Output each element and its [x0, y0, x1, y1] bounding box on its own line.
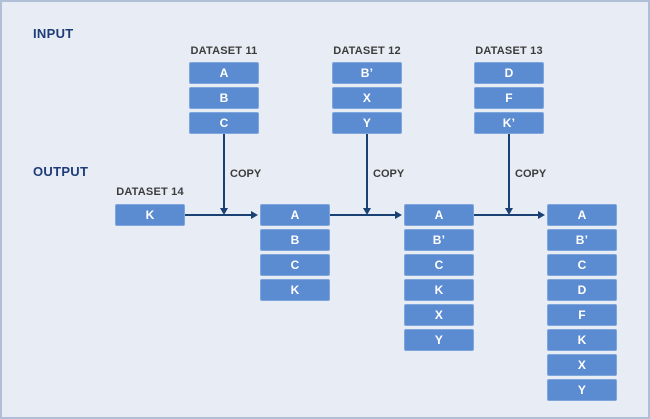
input-dataset-title: DATASET 12	[333, 45, 401, 57]
output-dataset-box: X	[547, 354, 617, 376]
output-dataset-box: A	[547, 204, 617, 226]
input-section-label: INPUT	[33, 26, 74, 41]
flow-arrow-line	[185, 214, 251, 216]
output-dataset-box: X	[404, 304, 474, 326]
input-dataset-title: DATASET 11	[190, 45, 258, 57]
input-dataset-box: D	[474, 62, 544, 84]
input-dataset-box: B’	[332, 62, 402, 84]
output-dataset-box: Y	[547, 379, 617, 401]
input-dataset-box: X	[332, 87, 402, 109]
output-dataset-box: A	[404, 204, 474, 226]
flow-arrowhead-icon	[251, 211, 258, 219]
input-dataset-box: K’	[474, 112, 544, 134]
input-dataset-box: A	[189, 62, 259, 84]
copy-arrowhead-icon	[220, 208, 228, 215]
output-dataset-box: A	[260, 204, 330, 226]
flow-arrow-line	[474, 214, 538, 216]
output-dataset-box: K	[547, 329, 617, 351]
copy-arrow-line	[508, 134, 510, 208]
copy-arrowhead-icon	[505, 208, 513, 215]
output-dataset-box: K	[404, 279, 474, 301]
output-section-label: OUTPUT	[33, 164, 89, 179]
flow-arrowhead-icon	[395, 211, 402, 219]
output-seed-box: K	[115, 204, 185, 226]
output-dataset-box: C	[547, 254, 617, 276]
input-dataset-box: B	[189, 87, 259, 109]
output-dataset-box: C	[404, 254, 474, 276]
output-dataset-box: K	[260, 279, 330, 301]
output-dataset-box: D	[547, 279, 617, 301]
flow-arrow-line	[330, 214, 395, 216]
copy-arrow-line	[366, 134, 368, 208]
output-dataset-box: B’	[547, 229, 617, 251]
copy-arrow-line	[223, 134, 225, 208]
output-dataset-box: B’	[404, 229, 474, 251]
copy-label: COPY	[230, 168, 262, 180]
output-dataset-box: Y	[404, 329, 474, 351]
copy-label: COPY	[515, 168, 547, 180]
input-dataset-box: F	[474, 87, 544, 109]
input-dataset-title: DATASET 13	[475, 45, 543, 57]
output-dataset-box: F	[547, 304, 617, 326]
output-dataset-box: C	[260, 254, 330, 276]
input-dataset-box: C	[189, 112, 259, 134]
output-dataset-box: B	[260, 229, 330, 251]
copy-label: COPY	[373, 168, 405, 180]
copy-arrowhead-icon	[363, 208, 371, 215]
input-dataset-box: Y	[332, 112, 402, 134]
output-seed-title: DATASET 14	[116, 186, 184, 198]
flow-arrowhead-icon	[538, 211, 545, 219]
